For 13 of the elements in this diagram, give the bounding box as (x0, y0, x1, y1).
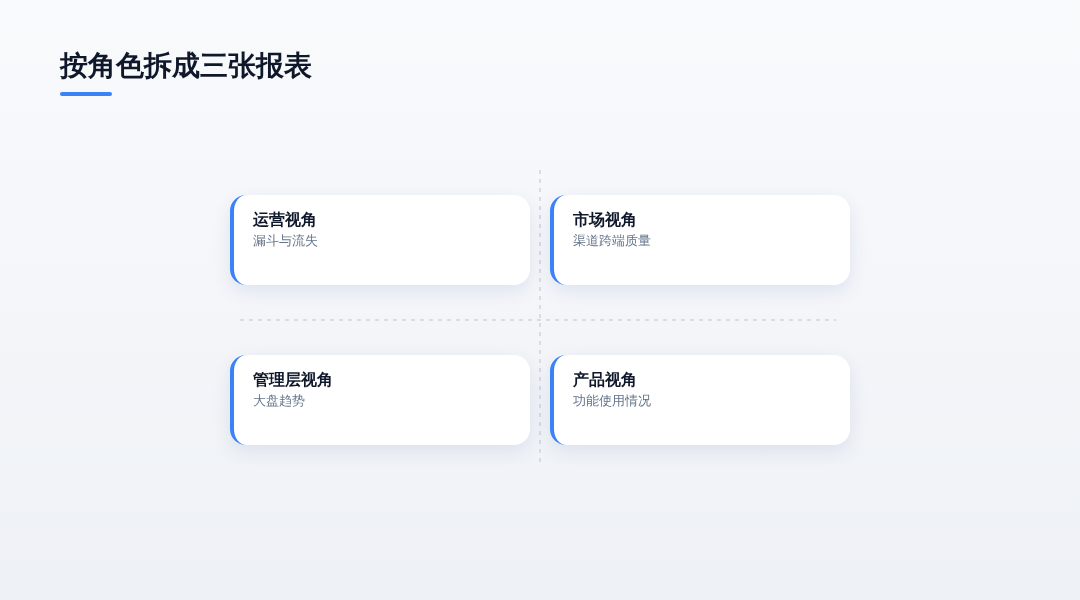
role-card (230, 195, 530, 285)
card-heading: 产品视角 (573, 369, 637, 391)
card-heading: 市场视角 (573, 209, 637, 231)
role-card (550, 355, 850, 445)
card-heading: 管理层视角 (253, 369, 333, 391)
role-card (230, 355, 530, 445)
card-subtitle: 大盘趋势 (253, 392, 305, 410)
card-subtitle: 漏斗与流失 (253, 232, 318, 250)
card-subtitle: 渠道跨端质量 (573, 232, 651, 250)
card-subtitle: 功能使用情况 (573, 392, 651, 410)
role-card (550, 195, 850, 285)
card-heading: 运营视角 (253, 209, 317, 231)
page-title: 按角色拆成三张报表 (60, 48, 312, 84)
